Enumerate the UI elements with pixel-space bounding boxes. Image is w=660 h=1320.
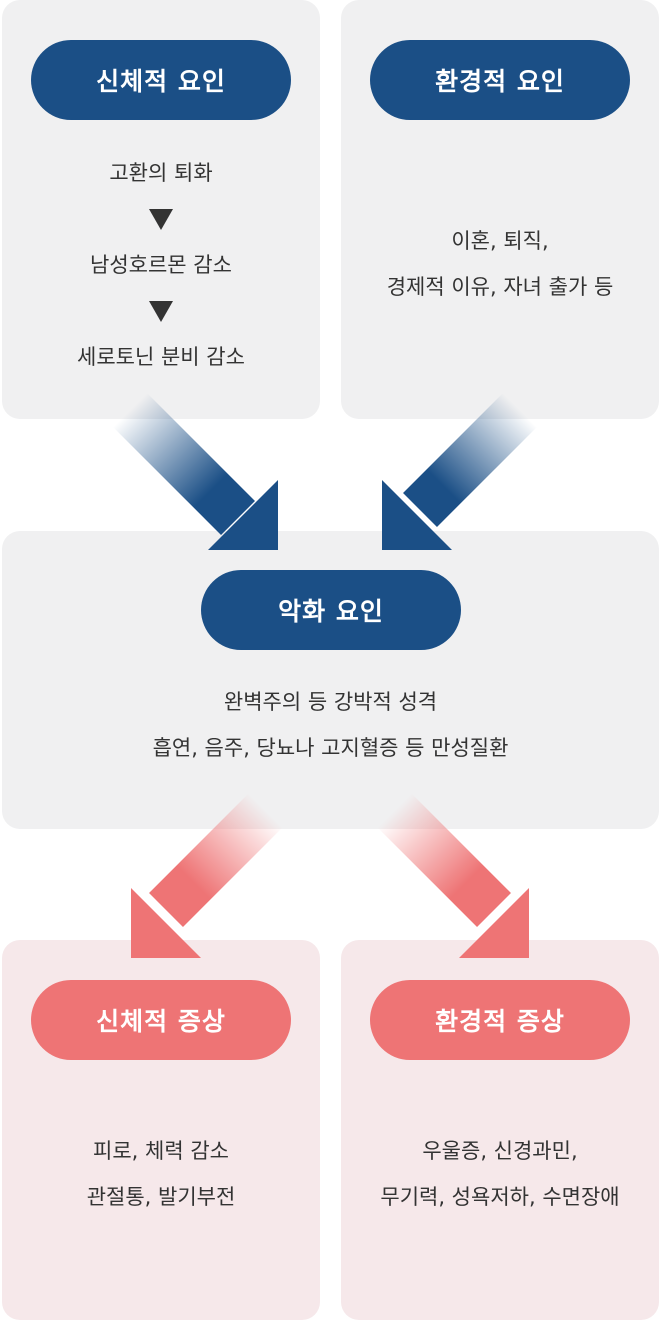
- down-triangle-icon: [149, 209, 173, 230]
- environmental-factor-line-1: 이혼, 퇴직,: [451, 229, 549, 253]
- physical-factor-line-1: 고환의 퇴화: [109, 161, 213, 185]
- environmental-symptom-line-2: 무기력, 성욕저하, 수면장애: [380, 1185, 620, 1209]
- physical-symptom-title: 신체적 증상: [31, 980, 291, 1060]
- physical-factor-line-3: 세로토닌 분비 감소: [77, 345, 245, 369]
- arrow-environmental-to-aggravating: [382, 391, 539, 550]
- aggravating-factor-line-2: 흡연, 음주, 당뇨나 고지혈증 등 만성질환: [152, 736, 509, 760]
- arrow-physical-to-aggravating: [111, 391, 278, 550]
- environmental-factor-line-2: 경제적 이유, 자녀 출가 등: [386, 275, 614, 299]
- aggravating-factor-line-1: 완벽주의 등 강박적 성격: [223, 690, 438, 714]
- down-triangle-icon: [149, 301, 173, 322]
- physical-factor-title: 신체적 요인: [31, 40, 291, 120]
- physical-symptom-line-1: 피로, 체력 감소: [93, 1139, 229, 1163]
- aggravating-factor-title: 악화 요인: [201, 570, 461, 650]
- environmental-factor-title: 환경적 요인: [370, 40, 630, 120]
- environmental-symptom-title: 환경적 증상: [370, 980, 630, 1060]
- arrow-aggravating-to-environmental-symptom: [375, 791, 529, 958]
- physical-factor-line-2: 남성호르몬 감소: [90, 253, 232, 277]
- physical-symptom-line-2: 관절통, 발기부전: [86, 1185, 236, 1209]
- arrow-aggravating-to-physical-symptom: [131, 791, 285, 958]
- environmental-symptom-line-1: 우울증, 신경과민,: [422, 1139, 578, 1163]
